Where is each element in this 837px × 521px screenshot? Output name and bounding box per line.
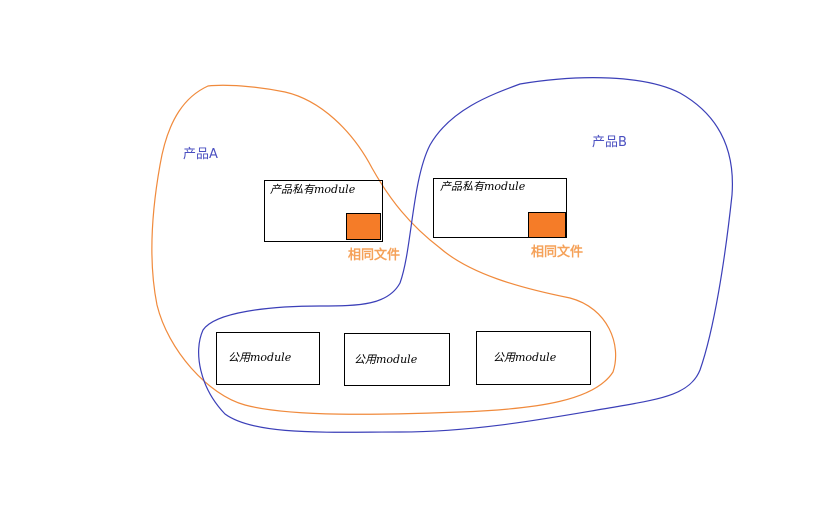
common-module-3-label: 公用module [493,351,557,364]
product-a-private-module-label: 产品私有module [270,183,356,196]
common-module-2: 公用module [344,333,450,386]
common-module-3: 公用module [476,331,591,385]
product-b-private-module-label: 产品私有module [440,180,526,193]
product-a-shared-file-block [346,213,381,240]
common-module-1-label: 公用module [228,351,292,364]
product-a-private-module: 产品私有module [264,180,383,242]
common-module-2-label: 公用module [354,353,418,366]
product-b-label: 产品B [592,135,627,150]
product-b-shared-file-block [528,212,566,238]
product-a-shared-file-label: 相同文件 [348,247,400,263]
common-module-1-box [216,332,320,385]
product-b-private-module: 产品私有module [433,178,567,238]
common-module-1: 公用module [216,332,320,385]
product-b-private-module-box [433,178,567,238]
product-a-private-module-box [264,180,383,242]
product-b-shared-file-label: 相同文件 [531,244,583,260]
product-a-label: 产品A [183,147,218,162]
common-module-3-box [476,331,591,385]
common-module-2-box [344,333,450,386]
product-a-boundary [151,84,617,415]
product-b-boundary [198,77,733,433]
